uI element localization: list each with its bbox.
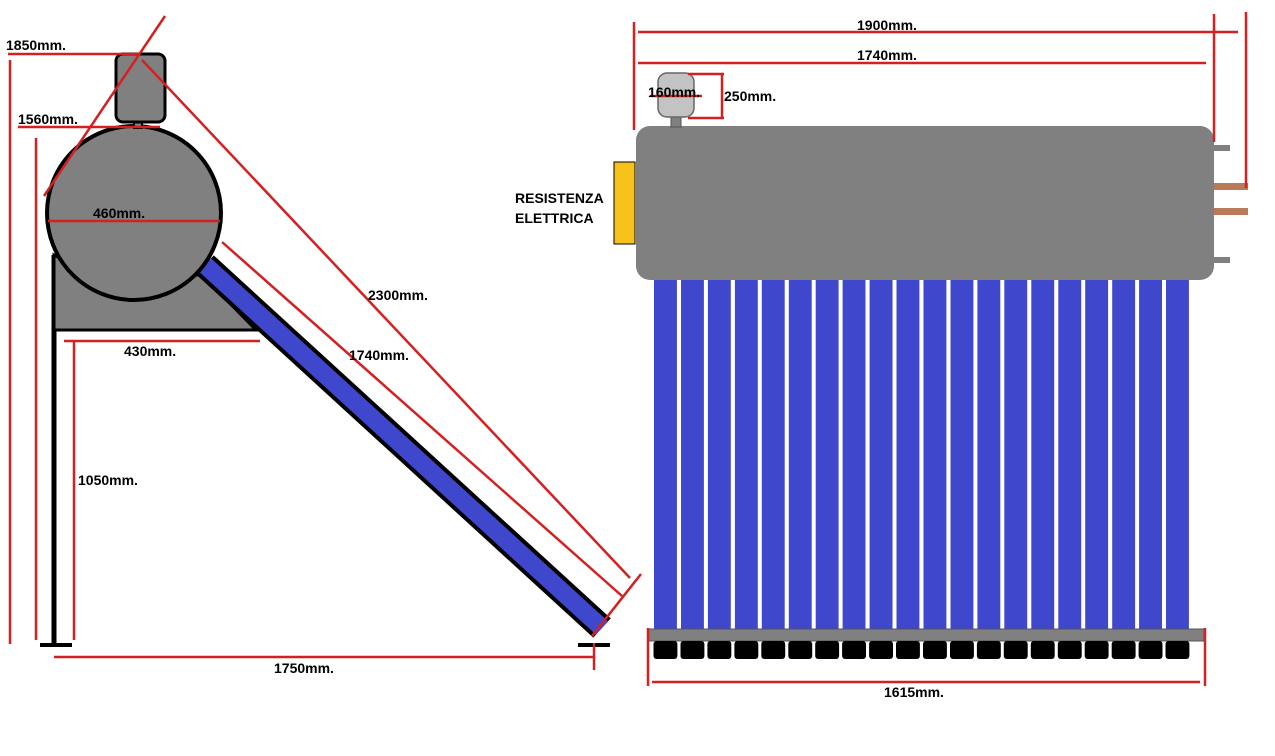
evacuated-tube: [815, 278, 839, 630]
tube-end-cap: [734, 641, 759, 659]
tube-end-cap: [1165, 641, 1190, 659]
tube-end-caps: [653, 641, 1190, 659]
tube-end-cap: [1084, 641, 1109, 659]
label-diagonal-length: 2300mm.: [368, 287, 428, 303]
tube-end-cap: [1030, 641, 1055, 659]
pipe-top: [1212, 145, 1230, 151]
pipe-hot: [1212, 183, 1248, 190]
label-heater-line1: RESISTENZA: [515, 190, 604, 206]
label-overall-height: 1850mm.: [6, 37, 66, 53]
tube-end-cap: [707, 641, 732, 659]
label-overall-width: 1900mm.: [857, 17, 917, 33]
tube-end-cap: [680, 641, 705, 659]
evacuated-tube: [842, 278, 866, 630]
evacuated-tube: [896, 278, 920, 630]
evacuated-tube: [977, 278, 1001, 630]
evacuated-tube: [788, 278, 812, 630]
bottom-rail: [647, 628, 1205, 642]
front-view: 1900mm. 1740mm. 160mm. 250mm. RESISTENZA…: [515, 12, 1248, 700]
evacuated-tube: [923, 278, 947, 630]
label-tank-diameter: 460mm.: [93, 205, 145, 221]
evacuated-tube: [1112, 278, 1136, 630]
dim-diagonal-length: [141, 59, 631, 579]
label-tank-length: 1740mm.: [857, 47, 917, 63]
side-view: 1850mm. 1560mm. 460mm. 430mm. 1050mm. 23…: [6, 15, 642, 676]
collector-tube: [198, 258, 609, 635]
dim-tilt-bottom: [591, 573, 642, 637]
tube-end-cap: [815, 641, 840, 659]
label-footprint: 1750mm.: [274, 660, 334, 676]
pipe-cold: [1212, 208, 1248, 215]
tube-end-cap: [788, 641, 813, 659]
evacuated-tube: [707, 278, 731, 630]
tube-end-cap: [869, 641, 893, 659]
tube-end-cap: [896, 641, 920, 659]
tube-end-cap: [923, 641, 947, 659]
label-vessel-height: 250mm.: [724, 88, 776, 104]
evacuated-tube: [681, 278, 704, 630]
tube-end-cap: [950, 641, 974, 659]
tube-end-cap: [761, 641, 786, 659]
evacuated-tube: [1004, 278, 1028, 630]
label-base-width: 430mm.: [124, 343, 176, 359]
evacuated-tubes: [654, 278, 1189, 630]
evacuated-tube: [869, 278, 893, 630]
evacuated-tube: [1058, 278, 1082, 630]
evacuated-tube: [950, 278, 974, 630]
evacuated-tube: [1166, 278, 1189, 630]
label-heater-line2: ELETTRICA: [515, 210, 594, 226]
tube-end-cap: [653, 641, 678, 659]
evacuated-tube: [761, 278, 785, 630]
tube-end-cap: [1138, 641, 1163, 659]
tube-end-cap: [1003, 641, 1028, 659]
evacuated-tube: [654, 278, 677, 630]
dim-tube-length: [221, 241, 623, 597]
tube-end-cap: [976, 641, 1001, 659]
label-leg-height: 1050mm.: [78, 472, 138, 488]
evacuated-tube: [734, 278, 758, 630]
electric-heater: [613, 161, 636, 245]
evacuated-tube: [1085, 278, 1109, 630]
label-tank-top-height: 1560mm.: [18, 111, 78, 127]
label-manifold-width: 1615mm.: [884, 684, 944, 700]
tube-end-cap: [1057, 641, 1082, 659]
label-vessel-width: 160mm.: [648, 84, 700, 100]
tube-end-cap: [1111, 641, 1136, 659]
storage-tank-front: [636, 126, 1214, 280]
tube-end-cap: [842, 641, 866, 659]
dim-tilt-top: [42, 15, 167, 197]
pipe-bottom: [1212, 257, 1230, 263]
label-tube-length: 1740mm.: [349, 347, 409, 363]
expansion-vessel-side: [114, 52, 167, 124]
evacuated-tube: [1031, 278, 1055, 630]
evacuated-tube: [1139, 278, 1162, 630]
